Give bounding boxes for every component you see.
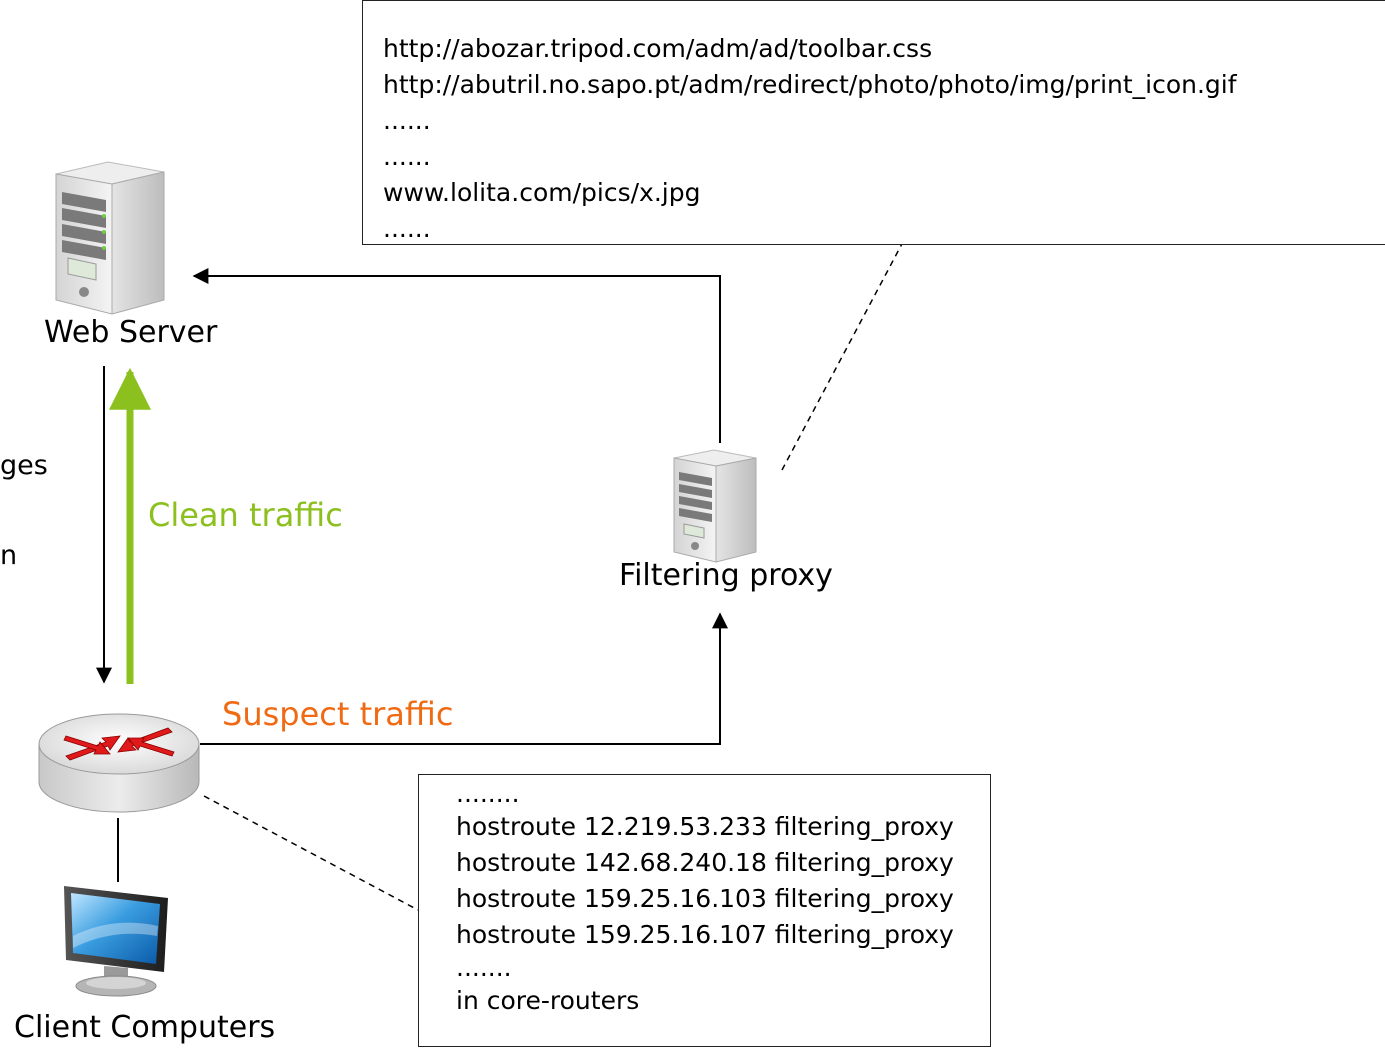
route-list-item: hostroute 159.25.16.107 filtering_proxy (456, 920, 954, 949)
route-list-box: ........ hostroute 12.219.53.233 filteri… (418, 774, 991, 1047)
url-list-item: ...... (383, 106, 431, 135)
web-server-label: Web Server (44, 315, 218, 350)
clean-traffic-label: Clean traffic (148, 496, 343, 534)
client-computers-label: Client Computers (14, 1010, 276, 1045)
server-icon (55, 161, 165, 315)
url-list-item: ...... (383, 214, 431, 243)
route-list-item: hostroute 142.68.240.18 filtering_proxy (456, 848, 954, 877)
route-list-callout (203, 795, 419, 911)
proxy-server-icon (673, 449, 757, 563)
cut-text-1: ges (0, 450, 48, 481)
url-list-box: http://abozar.tripod.com/adm/ad/toolbar.… (362, 0, 1385, 245)
url-list-item: ...... (383, 142, 431, 171)
url-list-item: www.lolita.com/pics/x.jpg (383, 178, 701, 207)
route-list-item: hostroute 12.219.53.233 filtering_proxy (456, 812, 954, 841)
filtering-proxy-label: Filtering proxy (619, 558, 833, 593)
url-list-item: http://abozar.tripod.com/adm/ad/toolbar.… (383, 34, 933, 63)
route-list-dots-bottom: ....... (456, 953, 512, 982)
route-list-footer: in core-routers (456, 986, 640, 1015)
url-list-item: http://abutril.no.sapo.pt/adm/redirect/p… (383, 70, 1237, 99)
suspect-traffic-label: Suspect traffic (222, 695, 454, 733)
route-list-item: hostroute 159.25.16.103 filtering_proxy (456, 884, 954, 913)
suspect-traffic-arrow (200, 612, 728, 745)
route-list-dots-top: ........ (456, 779, 520, 808)
router-icon (38, 713, 200, 813)
proxy-to-server-arrow (192, 268, 721, 443)
cut-text-2: n (0, 540, 18, 571)
monitor-icon (64, 886, 168, 997)
url-list-callout (781, 239, 905, 471)
